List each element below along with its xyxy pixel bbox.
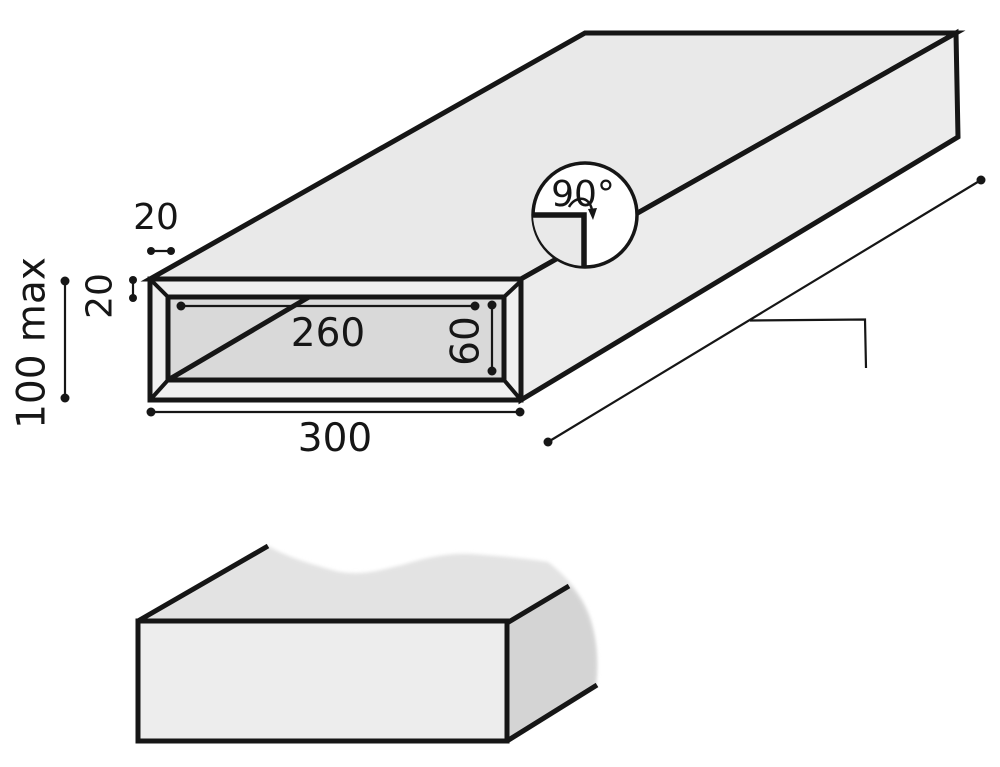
dim-dot <box>129 294 137 302</box>
dim-line <box>547 179 982 443</box>
corner-detail: 90° <box>531 161 639 269</box>
angle-label: 90° <box>551 174 615 215</box>
bevel-line-bottom-right <box>502 378 523 402</box>
block-top-left-edge <box>136 543 270 624</box>
block-side-bottom-edge <box>505 682 599 744</box>
dim-label-inner-width: 260 <box>291 311 365 356</box>
bevel-line-top-right <box>502 279 523 299</box>
dim-dot <box>129 276 137 284</box>
block-torn-side-face <box>507 586 597 741</box>
dim-label-wall-top: 20 <box>133 197 179 238</box>
duct-inner-opening <box>165 294 507 383</box>
dim-dot <box>60 276 70 286</box>
dim-dot <box>543 437 553 447</box>
dim-dot <box>487 300 497 310</box>
detail-material-quadrant <box>533 215 584 266</box>
dim-inner-height: 60 <box>444 300 497 376</box>
dim-label-overall-height: 100 max <box>10 257 55 429</box>
dim-label-inner-height: 60 <box>444 316 489 366</box>
inner-depth-edge <box>166 294 311 383</box>
bevel-line-bottom-left <box>148 378 170 402</box>
bevel-line-top-left <box>148 277 170 299</box>
block-front-face <box>135 618 510 744</box>
dim-dot <box>147 247 155 255</box>
dim-dot <box>515 407 525 417</box>
dim-outer-width: 300 <box>146 407 525 461</box>
dim-label-wall-side: 20 <box>80 273 121 319</box>
dim-wall-thickness-side: 20 <box>80 273 137 319</box>
duct-drawing: 260 60 300 100 max 20 <box>10 28 986 461</box>
block-drawing <box>135 543 599 744</box>
dim-dot <box>976 175 986 185</box>
dim-overall-height: 100 max <box>10 257 70 429</box>
dim-dot <box>60 393 70 403</box>
leader-bracket <box>749 318 868 369</box>
right-angle-edges <box>533 212 587 266</box>
length-reference-line <box>543 175 986 447</box>
dim-dot <box>487 366 497 376</box>
dim-dot <box>470 301 480 311</box>
dim-label-outer-width: 300 <box>298 416 372 461</box>
dim-wall-thickness-top: 20 <box>133 197 179 255</box>
dim-dot <box>176 301 186 311</box>
angle-arc-arrowhead <box>588 208 597 220</box>
dim-inner-width: 260 <box>176 301 480 356</box>
block-side-top-edge <box>505 583 571 626</box>
dim-dot <box>167 247 175 255</box>
angle-arc <box>567 197 594 211</box>
dim-dot <box>146 407 156 417</box>
